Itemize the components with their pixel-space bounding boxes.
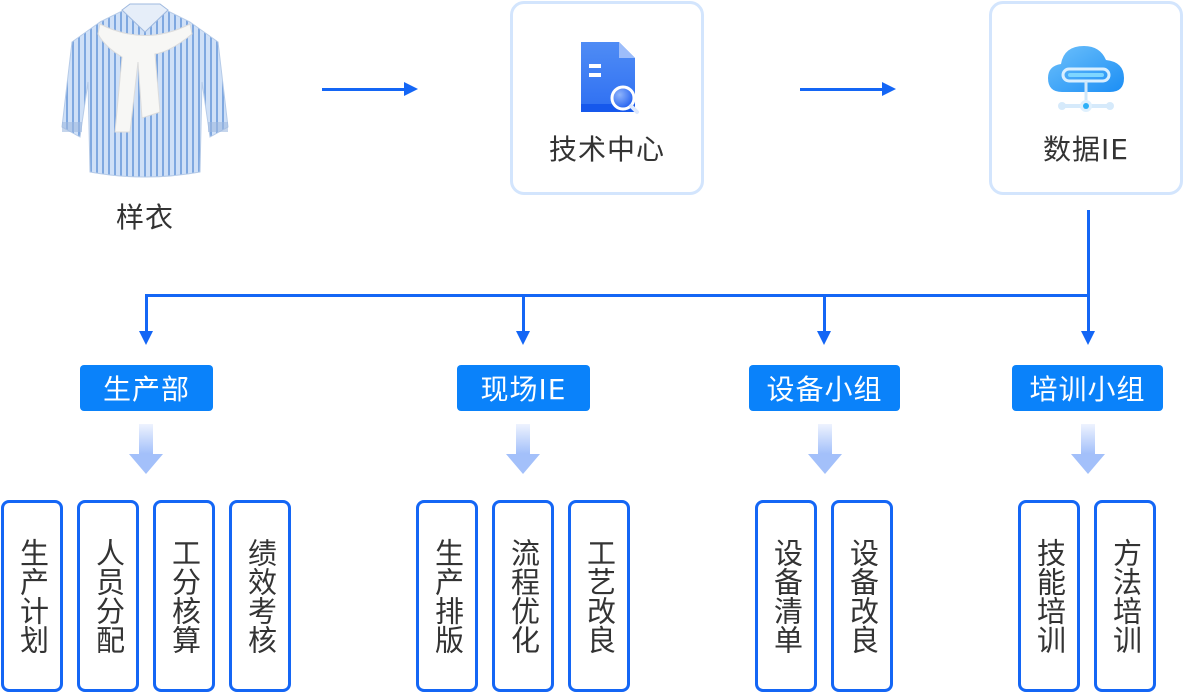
branch-line-equipment (823, 294, 826, 332)
task-box: 流程优化 (492, 500, 554, 692)
task-label: 绩效考核 (243, 538, 278, 654)
task-box: 生产排版 (416, 500, 478, 692)
down-arrow-icon (808, 424, 842, 474)
document-search-icon (567, 40, 647, 120)
dept-equipment: 设备小组 (749, 365, 900, 411)
branch-arrowhead (139, 331, 153, 345)
dept-site-ie: 现场IE (457, 365, 590, 411)
flow-arrow-shaft (800, 88, 884, 91)
task-label: 生产计划 (15, 538, 50, 654)
data-ie-label: 数据IE (1043, 133, 1129, 166)
task-label: 流程优化 (506, 538, 541, 654)
flow-arrow-shaft (322, 88, 406, 91)
flow-arrowhead (882, 82, 896, 96)
trunk-arrowhead (1081, 331, 1095, 345)
task-label: 工分核算 (167, 538, 202, 654)
task-label: 设备改良 (845, 538, 880, 654)
cloud-network-icon (1046, 40, 1126, 120)
down-arrow-icon (1071, 424, 1105, 474)
task-box: 方法培训 (1094, 500, 1156, 692)
task-label: 方法培训 (1108, 538, 1143, 654)
flow-arrowhead (404, 82, 418, 96)
data-ie-card: 数据IE (989, 1, 1183, 195)
branch-line-site-ie (522, 294, 525, 332)
task-label: 工艺改良 (582, 538, 617, 654)
tech-center-card: 技术中心 (510, 1, 704, 195)
sample-garment-image (60, 2, 230, 187)
task-label: 设备清单 (769, 538, 804, 654)
task-box: 设备改良 (831, 500, 893, 692)
branch-bus-line (145, 294, 1090, 297)
task-box: 绩效考核 (229, 500, 291, 692)
task-box: 工分核算 (153, 500, 215, 692)
task-label: 人员分配 (91, 538, 126, 654)
striped-shirt-icon (61, 3, 229, 178)
task-box: 人员分配 (77, 500, 139, 692)
task-label: 生产排版 (430, 538, 465, 654)
trunk-line (1087, 210, 1090, 332)
tech-center-label: 技术中心 (548, 133, 665, 166)
task-box: 设备清单 (755, 500, 817, 692)
branch-arrowhead (516, 331, 530, 345)
branch-arrowhead (817, 331, 831, 345)
sample-garment-label: 样衣 (115, 201, 174, 234)
task-box: 技能培训 (1018, 500, 1080, 692)
task-box: 工艺改良 (568, 500, 630, 692)
dept-training: 培训小组 (1012, 365, 1163, 411)
dept-production: 生产部 (80, 365, 213, 411)
down-arrow-icon (506, 424, 540, 474)
branch-line-production (145, 294, 148, 332)
task-box: 生产计划 (1, 500, 63, 692)
task-label: 技能培训 (1032, 538, 1067, 654)
down-arrow-icon (129, 424, 163, 474)
